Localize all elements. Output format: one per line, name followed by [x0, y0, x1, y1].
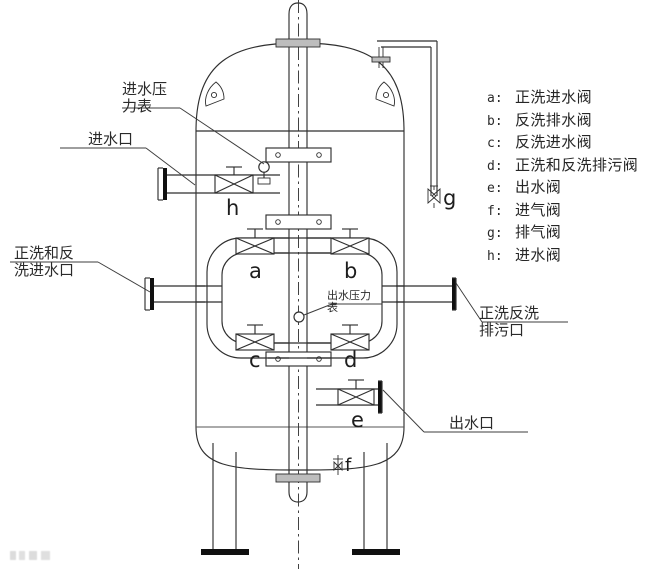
callout-wash-inlet: 正洗和反 洗进水口 [14, 245, 74, 279]
valve-d-symbol [330, 324, 370, 351]
valve-legend: a: 正洗进水阀 b: 反洗排水阀 c: 反洗进水阀 d: 正洗和反洗排污阀 e… [487, 86, 657, 266]
outlet-pressure-gauge [293, 311, 305, 323]
callout-inlet-pressure-gauge: 进水压 力表 [122, 81, 167, 115]
leader-outlet-gauge [303, 303, 333, 316]
legend-label-c: 反洗进水阀 [515, 133, 593, 151]
valve-manifold-loop [206, 237, 398, 359]
callout-water-outlet-line1: 出水口 [449, 414, 495, 432]
callout-water-inlet: 进水口 [88, 131, 133, 148]
support-leg-left [201, 443, 249, 555]
valve-tag-f: f [345, 455, 352, 476]
valve-h-symbol [214, 166, 254, 194]
callout-inlet-gauge-line1: 进水压 [122, 80, 168, 98]
inlet-pressure-gauge [257, 161, 271, 185]
legend-key-d: d: [487, 158, 503, 174]
callout-outlet-gauge-line1: 出水压力 [327, 289, 371, 302]
callout-wash-drain: 正洗反洗 排污口 [479, 305, 539, 339]
callout-outlet-gauge-line2: 表 [327, 301, 338, 315]
valve-tag-a: a [249, 259, 262, 283]
legend-key-f: f: [487, 203, 503, 219]
legend-item-e: e: 出水阀 [487, 176, 657, 199]
valve-tag-c: c [249, 348, 261, 372]
vent-pipe-to-g [371, 40, 438, 196]
riser-flange-mid [265, 214, 332, 230]
legend-label-h: 进水阀 [515, 245, 562, 264]
riser-flange-upper [265, 147, 332, 163]
legend-label-b: 反洗排水阀 [515, 110, 593, 129]
leader-inlet-gauge [179, 107, 265, 165]
legend-key-b: b: [487, 113, 503, 129]
valve-e-symbol [337, 379, 375, 406]
legend-item-g: g: 排气阀 [487, 221, 657, 244]
callout-wash-inlet-line1: 正洗和反 [14, 244, 75, 262]
support-leg-right [352, 443, 400, 555]
valve-tag-g: g [443, 186, 457, 210]
valve-tag-e: e [351, 408, 364, 432]
riser-bottom-flange [275, 473, 321, 483]
callout-water-outlet: 出水口 [449, 415, 494, 432]
legend-key-a: a: [487, 91, 503, 106]
legend-key-e: e: [487, 181, 503, 196]
valve-tag-h: h [226, 196, 240, 220]
callout-water-inlet-line1: 进水口 [88, 130, 134, 148]
callout-wash-drain-line2: 排污口 [479, 320, 525, 339]
legend-key-g: g: [487, 226, 503, 241]
leader-water-outlet [382, 389, 425, 433]
legend-item-a: a: 正洗进水阀 [487, 86, 657, 109]
callout-outlet-pressure-gauge: 出水压力 表 [327, 289, 371, 315]
riser-flange-lower [265, 351, 332, 367]
valve-b-symbol [330, 228, 370, 255]
valve-g-symbol [427, 185, 441, 208]
riser-top-flange [275, 38, 321, 48]
legend-label-g: 排气阀 [515, 223, 562, 241]
valve-a-symbol [235, 228, 275, 255]
callout-wash-drain-line1: 正洗反洗 [479, 304, 540, 322]
leader-wash-inlet [97, 261, 151, 293]
valve-tag-d: d [344, 348, 358, 372]
callout-inlet-gauge-line2: 力表 [122, 96, 153, 115]
legend-key-h: h: [487, 248, 503, 264]
legend-item-d: d: 正洗和反洗排污阀 [487, 154, 657, 177]
legend-label-e: 出水阀 [515, 178, 562, 196]
legend-key-c: c: [487, 136, 503, 151]
lifting-lug-left [205, 81, 225, 107]
legend-label-a: 正洗进水阀 [515, 88, 593, 106]
lifting-lug-right [375, 81, 395, 107]
legend-item-h: h: 进水阀 [487, 244, 657, 267]
wash-drain-pipe [396, 277, 457, 311]
legend-item-b: b: 反洗排水阀 [487, 109, 657, 132]
legend-item-c: c: 反洗进水阀 [487, 131, 657, 154]
valve-f-symbol [333, 455, 343, 475]
manifold-connectors [196, 237, 404, 359]
legend-label-d: 正洗和反洗排污阀 [515, 155, 639, 174]
valve-tag-b: b [344, 259, 358, 283]
leader-wash-drain [455, 282, 483, 323]
corner-artifact [10, 551, 56, 560]
leader-water-inlet [145, 147, 196, 186]
legend-label-f: 进气阀 [515, 200, 562, 219]
legend-item-f: f: 进气阀 [487, 199, 657, 222]
valve-c-symbol [235, 324, 275, 351]
callout-wash-inlet-line2: 洗进水口 [14, 260, 75, 279]
